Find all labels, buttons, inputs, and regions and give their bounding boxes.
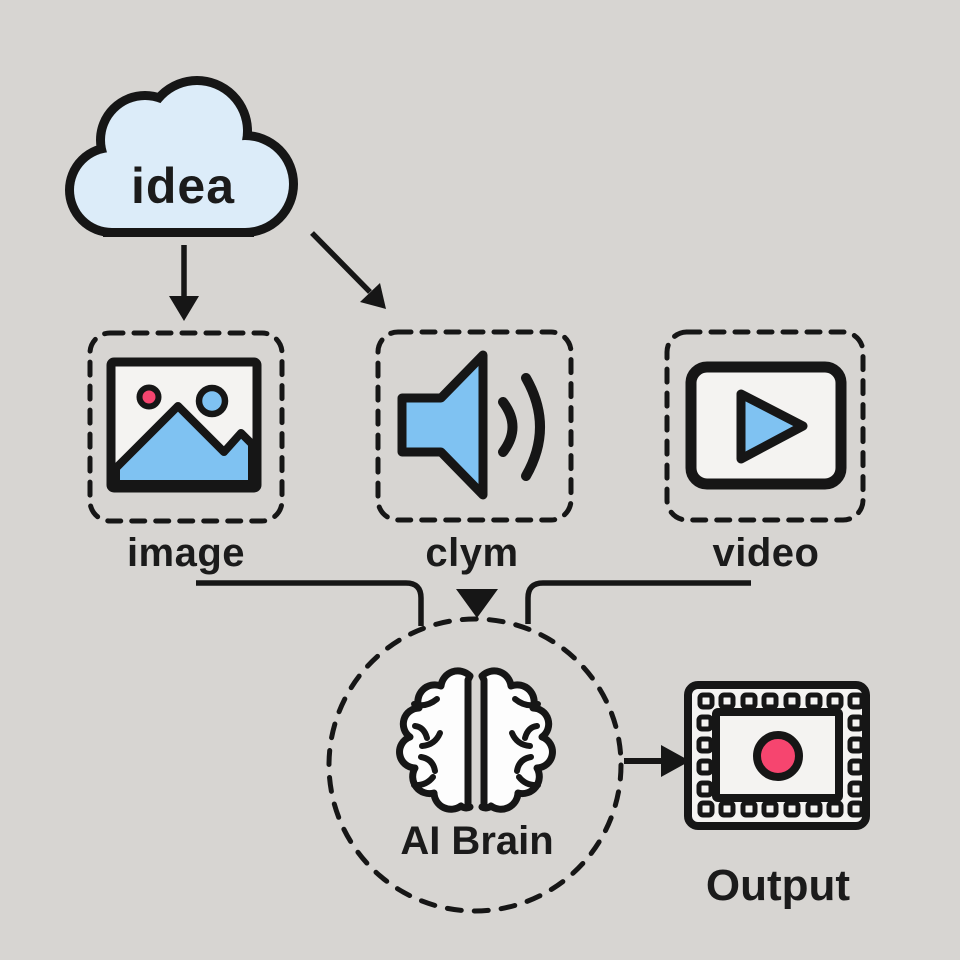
arrow-idea-to-audio <box>310 231 386 309</box>
video-play-icon <box>685 361 847 490</box>
connector-image-to-brain <box>196 580 424 626</box>
arrow-brain-to-output <box>624 745 690 777</box>
play-triangle <box>736 389 808 464</box>
video-label: video <box>713 531 820 575</box>
brain-hemisphere-right <box>482 671 552 809</box>
film-sprockets <box>696 692 865 818</box>
connector-video-to-brain <box>525 580 751 624</box>
audio-label: clym <box>425 531 518 575</box>
cloud-icon: idea <box>65 76 298 237</box>
sound-wave-large <box>521 373 545 481</box>
brain-node: AI Brain <box>326 616 624 914</box>
arrow-idea-to-image <box>169 245 199 321</box>
mountains-shape <box>112 402 256 488</box>
audio-node: clym <box>375 329 574 575</box>
film-frame-icon <box>684 681 870 830</box>
arrow-into-brain <box>456 589 498 618</box>
image-icon <box>106 357 262 493</box>
idea-label: idea <box>131 158 235 214</box>
film-inner-frame <box>712 708 843 802</box>
video-node: video <box>664 329 866 575</box>
image-node: image <box>87 330 285 575</box>
image-icon-border <box>106 357 262 493</box>
sound-wave-small <box>498 397 518 457</box>
brain-icon <box>396 667 553 813</box>
speaker-cone <box>397 350 488 500</box>
speaker-icon <box>397 350 545 500</box>
brain-hemisphere <box>396 667 474 813</box>
image-label: image <box>127 531 245 575</box>
cloud-fill <box>74 85 289 228</box>
output-node: Output <box>684 681 870 910</box>
audio-box <box>375 329 574 523</box>
video-box <box>664 329 866 523</box>
output-label: Output <box>706 861 851 910</box>
brain-label: AI Brain <box>400 819 553 863</box>
pink-dot <box>136 384 162 410</box>
brain-circle <box>326 616 624 914</box>
image-box <box>87 330 285 524</box>
blue-dot <box>195 384 229 418</box>
record-dot <box>753 731 803 781</box>
